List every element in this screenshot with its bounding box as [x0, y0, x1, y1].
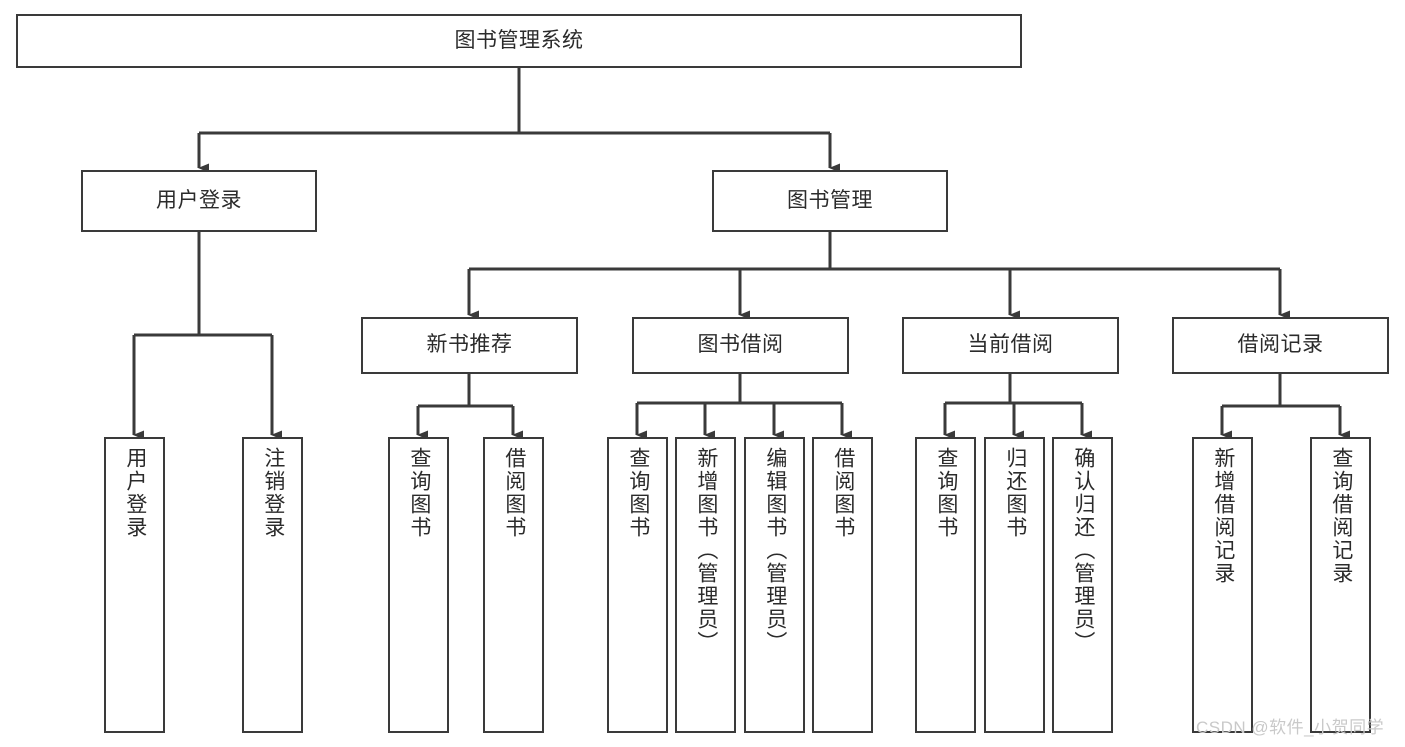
node-label: 查询图书	[934, 447, 958, 539]
node-label: 新增借阅记录	[1211, 447, 1235, 585]
node-borrow-record[interactable]: 借阅记录	[1172, 317, 1389, 374]
node-current-borrow[interactable]: 当前借阅	[902, 317, 1119, 374]
node-label: 用户登录	[156, 188, 242, 212]
node-leaf-borrow-book[interactable]: 借阅图书	[812, 437, 873, 733]
node-new-book-recommend[interactable]: 新书推荐	[361, 317, 578, 374]
node-label: 确认归还（管理员）	[1071, 447, 1095, 654]
node-label: 借阅图书	[831, 447, 855, 539]
node-leaf-user-login[interactable]: 用户登录	[104, 437, 165, 733]
node-label: 查询借阅记录	[1329, 447, 1353, 585]
node-label: 图书管理系统	[454, 28, 584, 52]
node-root-system[interactable]: 图书管理系统	[16, 14, 1022, 68]
node-label: 注销登录	[261, 447, 285, 539]
watermark-text: CSDN @软件_小贺同学	[1196, 718, 1385, 737]
node-label: 借阅记录	[1237, 333, 1324, 357]
node-label: 图书管理	[787, 188, 873, 212]
node-label: 新书推荐	[426, 333, 513, 357]
node-leaf-confirm-return-admin[interactable]: 确认归还（管理员）	[1052, 437, 1113, 733]
node-leaf-edit-book-admin[interactable]: 编辑图书（管理员）	[744, 437, 805, 733]
node-leaf-return-book[interactable]: 归还图书	[984, 437, 1045, 733]
node-leaf-logout[interactable]: 注销登录	[242, 437, 303, 733]
node-user-login[interactable]: 用户登录	[81, 170, 317, 232]
node-leaf-add-borrow-record[interactable]: 新增借阅记录	[1192, 437, 1253, 733]
node-leaf-query-book-rec[interactable]: 查询图书	[388, 437, 449, 733]
node-book-manage[interactable]: 图书管理	[712, 170, 948, 232]
node-label: 查询图书	[626, 447, 650, 539]
node-label: 用户登录	[123, 447, 147, 539]
node-label: 当前借阅	[967, 333, 1054, 357]
node-label: 查询图书	[407, 447, 431, 539]
node-book-borrow[interactable]: 图书借阅	[632, 317, 849, 374]
node-label: 新增图书（管理员）	[694, 447, 718, 654]
node-label: 归还图书	[1003, 447, 1027, 539]
node-leaf-borrow-book-rec[interactable]: 借阅图书	[483, 437, 544, 733]
node-label: 图书借阅	[697, 333, 784, 357]
node-label: 借阅图书	[502, 447, 526, 539]
node-leaf-query-book-current[interactable]: 查询图书	[915, 437, 976, 733]
node-label: 编辑图书（管理员）	[763, 447, 787, 654]
edges-group	[132, 68, 1350, 440]
node-leaf-query-borrow-record[interactable]: 查询借阅记录	[1310, 437, 1371, 733]
node-leaf-query-book-borrow[interactable]: 查询图书	[607, 437, 668, 733]
node-leaf-add-book-admin[interactable]: 新增图书（管理员）	[675, 437, 736, 733]
